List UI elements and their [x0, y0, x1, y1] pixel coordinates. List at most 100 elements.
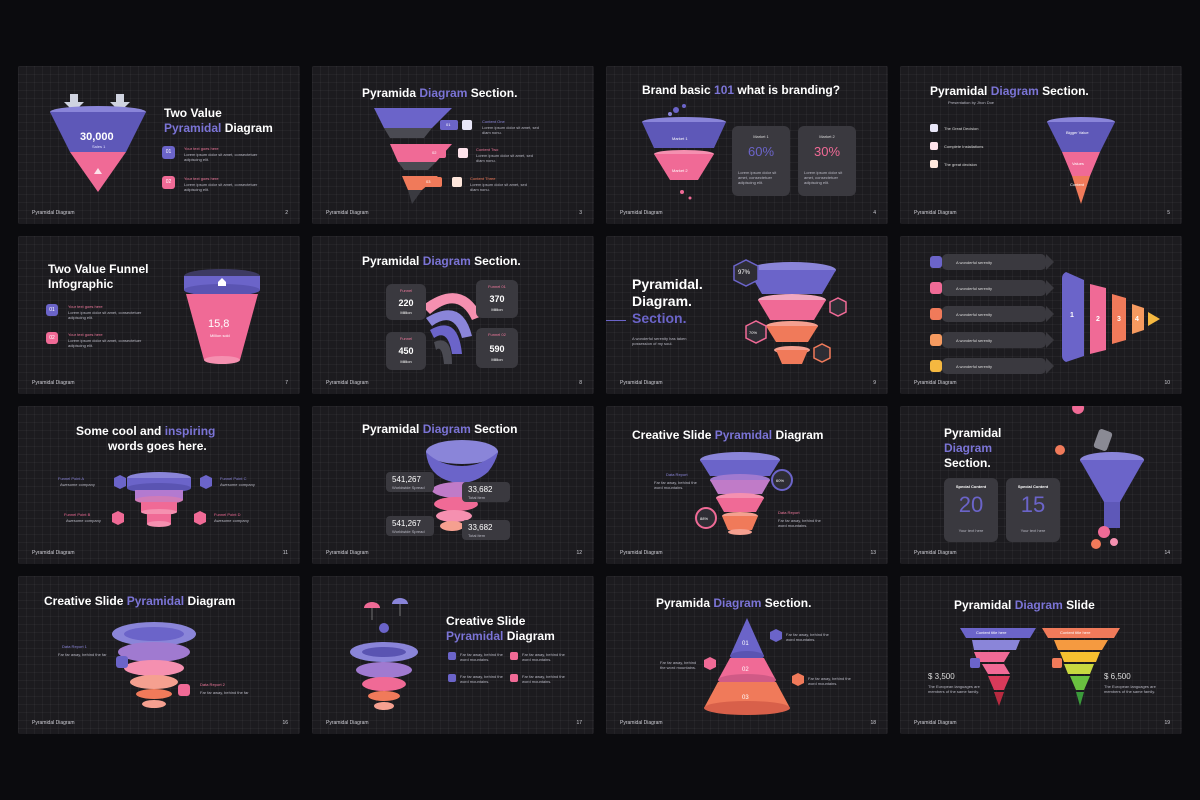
- content-desc: Lorem ipsum dolor sit amet, sed diam non…: [482, 125, 539, 135]
- slide-title-line3: Section.: [944, 456, 991, 470]
- card-unit: Million: [491, 357, 503, 362]
- row-label: A wonderful serenity: [956, 286, 993, 291]
- slide-title: Pyramidal: [944, 426, 1002, 440]
- footer-label: Pyramidal Diagram: [32, 720, 75, 726]
- item-desc: Far far away, behind the word mountains.: [522, 652, 565, 662]
- list-icons: [930, 117, 1115, 204]
- slide-thumbnail[interactable]: Creative Slide Pyramidal Diagram Data Re…: [18, 576, 300, 734]
- layer-number: 01: [742, 641, 749, 647]
- report-title: Data Report: [778, 510, 800, 515]
- slide-thumbnail[interactable]: Pyramidal Diagram Section. Presentation …: [900, 66, 1182, 224]
- slide-thumbnail[interactable]: Pyramida Diagram Section. 01 02 03 Far f…: [606, 576, 888, 734]
- report-desc: Far far away, behind the far: [58, 652, 107, 657]
- footer-label: Pyramidal Diagram: [914, 210, 957, 216]
- item-number: 02: [162, 176, 175, 189]
- card-unit: Million: [491, 307, 503, 312]
- card-sub: Your text here: [958, 528, 984, 533]
- footer-label: Pyramidal Diagram: [914, 550, 957, 556]
- step-number: 3: [1117, 316, 1121, 323]
- footer-label: Pyramidal Diagram: [620, 380, 663, 386]
- step-number: 2: [1096, 316, 1100, 323]
- card-label: Funnel: [399, 336, 413, 341]
- item-title: Your text goes here: [184, 146, 219, 151]
- point-title: Funnel Point C: [220, 476, 247, 481]
- percent-badge: 88%: [700, 516, 709, 521]
- content-card: Special Content 15 Your text here: [1006, 478, 1060, 542]
- slide-number: 18: [870, 720, 876, 726]
- item-desc: Lorem ipsum dolor sit amet, consectetuer…: [184, 152, 258, 162]
- slide-thumbnail[interactable]: A wonderful serenity A wonderful serenit…: [900, 236, 1182, 394]
- spiral-graphic: [422, 293, 482, 364]
- card-value: 370: [489, 294, 505, 304]
- list-item: The great decision: [944, 162, 977, 167]
- funnel-value: 30,000: [80, 131, 114, 143]
- slide-title: Pyramidal.: [632, 276, 703, 292]
- slide-thumbnail[interactable]: Two Value Funnel Infographic 01 Your tex…: [18, 236, 300, 394]
- layer-desc: Far far away, behind the word mountains.: [786, 632, 829, 642]
- slide-number: 5: [1167, 210, 1170, 216]
- point-title: Funnel Point A: [58, 476, 85, 481]
- funnel-graphic: [184, 269, 260, 364]
- slide-number: 10: [1164, 380, 1170, 386]
- slide-thumbnail[interactable]: Pyramida Diagram Section. 01 02 03 Conte…: [312, 66, 594, 224]
- slide-thumbnail[interactable]: Pyramidal Diagram Section 541,267 Worldw…: [312, 406, 594, 564]
- step-number: 03: [426, 179, 431, 184]
- point-sub: Awesome company: [214, 518, 249, 523]
- point-title: Funnel Point B: [64, 512, 91, 517]
- card-label: Funnel 01: [488, 284, 506, 289]
- card-value: 20: [958, 492, 984, 517]
- item-desc: Far far away, behind the word mountains.: [460, 674, 503, 684]
- stat-sub: Total item: [468, 533, 486, 538]
- stat-value: 541,267: [392, 475, 421, 484]
- slide-title: Brand basic 101 what is branding?: [642, 83, 841, 97]
- slide-thumbnail[interactable]: Pyramidal. Diagram. Section. A wonderful…: [606, 236, 888, 394]
- slide-number: 17: [576, 720, 582, 726]
- column-desc: The European languages are members of th…: [1104, 684, 1156, 694]
- slide-thumbnail[interactable]: Pyramidal Diagram Slide Content title he…: [900, 576, 1182, 734]
- funnel-label: Market 1: [672, 136, 688, 141]
- slide-thumbnail[interactable]: Creative Slide Pyramidal Diagram 60% 88%…: [606, 406, 888, 564]
- slide-title: Creative Slide Pyramidal Diagram: [44, 594, 236, 608]
- stat-sub: Worldwide Spread: [392, 485, 425, 490]
- slide-title: Pyramidal Diagram Section.: [930, 84, 1089, 98]
- slide-number: 3: [579, 210, 582, 216]
- slide-thumbnail[interactable]: Brand basic 101 what is branding? Market…: [606, 66, 888, 224]
- slide-thumbnail[interactable]: 30,000 Sales 1 Two Value Pyramidal Diagr…: [18, 66, 300, 224]
- slide-thumbnail[interactable]: Pyramidal Diagram Section. Funnel 220 Mi…: [312, 236, 594, 394]
- funnel-value-sub: Sales 1: [92, 144, 106, 149]
- row-label: A wonderful serenity: [956, 260, 993, 265]
- item-title: Your text goes here: [184, 176, 219, 181]
- content-desc: Lorem ipsum dolor sit amet, sed diam non…: [476, 153, 533, 163]
- stat-sub: Worldwide Spread: [392, 529, 425, 534]
- slide-desc: A wonderful serenity has taken possessio…: [632, 336, 687, 346]
- point-sub: Awesome company: [66, 518, 101, 523]
- step-number: 01: [446, 122, 451, 127]
- stat-card: 33,682 Total item: [462, 520, 510, 540]
- slide-grid: 30,000 Sales 1 Two Value Pyramidal Diagr…: [18, 66, 1182, 734]
- slide-number: 7: [285, 380, 288, 386]
- slide-thumbnail[interactable]: Pyramidal Diagram Section. Special Conte…: [900, 406, 1182, 564]
- item-number: 02: [46, 332, 58, 344]
- market-card: Market 2 30% Lorem ipsum dolor sit amet,…: [798, 126, 856, 196]
- item-number: 01: [162, 146, 175, 159]
- slide-thumbnail[interactable]: Creative Slide Pyramidal Diagram Far far…: [312, 576, 594, 734]
- slide-title: Two Value: [164, 106, 222, 120]
- item-desc: Far far away, behind the word mountains.: [522, 674, 565, 684]
- slide-title: Pyramidal Diagram Section.: [362, 254, 521, 268]
- stat-sub: Total item: [468, 495, 486, 500]
- footer-label: Pyramidal Diagram: [32, 210, 75, 216]
- content-card: Special Content 20 Your text here: [944, 478, 998, 542]
- column-value: $ 3,500: [928, 672, 955, 681]
- percent-badge: 97%: [738, 270, 751, 276]
- row-label: A wonderful serenity: [956, 338, 993, 343]
- slide-thumbnail[interactable]: Some cool and inspiring words goes here.…: [18, 406, 300, 564]
- slide-number: 19: [1164, 720, 1170, 726]
- report-desc: Far far away, behind the word mountains.: [654, 480, 697, 490]
- percent-badge: 60%: [776, 478, 785, 483]
- slide-number: 4: [873, 210, 876, 216]
- slide-number: 2: [285, 210, 288, 216]
- slide-title: Pyramidal Diagram Section: [362, 422, 518, 436]
- footer-label: Pyramidal Diagram: [914, 720, 957, 726]
- slide-number: 16: [282, 720, 288, 726]
- content-title: Content Three: [470, 176, 496, 181]
